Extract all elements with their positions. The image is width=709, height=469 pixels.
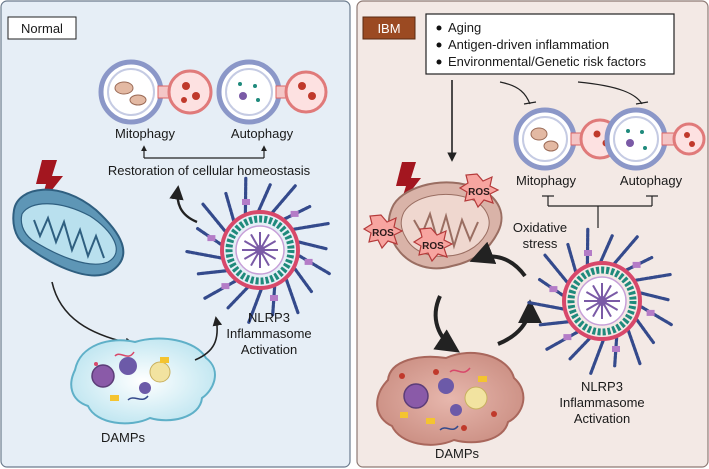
inflammasome-spoke <box>568 337 591 361</box>
inflammasome-spoke <box>224 191 236 222</box>
inflammasome-spoke <box>639 291 670 302</box>
inflammasome-spoke <box>635 318 656 345</box>
inflammasome-spoke <box>293 267 313 294</box>
ibm-autophagy-label: Autophagy <box>620 173 683 188</box>
inflammasome-spoke <box>599 234 614 263</box>
inflammasome-domain <box>290 210 299 217</box>
inflammasome-spoke <box>292 221 331 231</box>
ibm-damps-cell-icon <box>376 351 525 446</box>
ibm-autophagy-vesicle-icon <box>604 107 706 171</box>
inflammasome-spoke <box>297 240 328 251</box>
inflammasome-spoke <box>566 242 578 273</box>
inflammasome-spoke <box>196 269 228 276</box>
ibm-stress-lightning-icon <box>396 162 421 205</box>
inflammasome-domain <box>242 199 250 205</box>
inflammasome-inhibition-bracket <box>542 195 658 228</box>
inflammasome-spoke <box>613 234 640 265</box>
normal-homeostasis-bracket <box>141 145 267 159</box>
inflammasome-domain <box>207 235 216 242</box>
ibm-panel: IBM Aging Antigen-driven inflammation En… <box>356 0 709 468</box>
normal-mitophagy-label: Mitophagy <box>115 126 175 141</box>
inflammasome-spoke <box>202 279 237 301</box>
inflammasome-domain <box>549 286 558 293</box>
ibm-inflammasome-icon <box>526 226 674 376</box>
inflammasome-spoke <box>246 288 263 325</box>
ros-label: ROS <box>372 228 394 239</box>
ros-label: ROS <box>422 241 444 252</box>
inflammasome-domain <box>221 283 230 290</box>
damps-to-inflammasome-arrow <box>194 316 223 361</box>
ibm-mitophagy-label: Mitophagy <box>516 173 576 188</box>
inflammasome-spoke <box>588 339 605 376</box>
normal-nlrp3-label: NLRP3 <box>248 310 290 325</box>
inhibition-lines <box>499 81 649 105</box>
inflammasome-domain <box>646 309 655 316</box>
normal-activation-label: Activation <box>241 342 297 357</box>
inflammasome-spoke <box>526 300 565 311</box>
inflammasome-spoke <box>200 201 227 233</box>
ibm-activation-label: Activation <box>574 411 630 426</box>
vicious-cycle-arrows <box>433 241 542 353</box>
normal-tag: Normal <box>21 21 63 36</box>
ibm-tag-box <box>362 16 416 40</box>
normal-autophagy-label: Autophagy <box>231 126 294 141</box>
inflammasome-domain <box>612 346 620 352</box>
inflammasome-spoke <box>544 330 579 352</box>
ros-label: ROS <box>468 187 490 198</box>
inflammasome-spoke <box>542 252 569 284</box>
oxidative-label: Oxidative <box>513 220 567 235</box>
normal-tag-box <box>7 16 77 40</box>
risk-factor-item: Aging <box>448 20 481 35</box>
ros-burst-icon: ROS <box>458 173 500 209</box>
ros-burst-icon: ROS <box>412 227 454 263</box>
risk-factor-item: Antigen-driven inflammation <box>448 37 609 52</box>
normal-inflammasome-label: Inflammasome <box>226 326 311 341</box>
inflammasome-spoke <box>538 320 570 327</box>
inflammasome-spoke <box>184 249 223 260</box>
risk-factor-item: Environmental/Genetic risk factors <box>448 54 646 69</box>
inflammasome-spoke <box>257 183 272 212</box>
autophagy-vesicle-icon <box>216 59 328 125</box>
inflammasome-spoke <box>284 278 300 315</box>
ros-burst-icon: ROS <box>362 214 404 250</box>
ibm-nlrp3-label: NLRP3 <box>581 379 623 394</box>
ibm-damps-label: DAMPs <box>435 446 480 461</box>
ibm-tag: IBM <box>377 21 400 36</box>
inflammasome-domain <box>584 250 592 256</box>
damps-cell-icon <box>70 337 216 425</box>
risk-factors-box <box>425 13 675 75</box>
ibm-inflammasome-label: Inflammasome <box>559 395 644 410</box>
mitochondrion-icon <box>12 188 125 277</box>
inflammasome-to-homeostasis-arrow <box>169 185 198 224</box>
inflammasome-domain <box>563 334 572 341</box>
inflammasome-spoke <box>226 286 249 310</box>
inflammasome-domain <box>632 261 641 268</box>
stress-lightning-icon <box>36 160 63 205</box>
normal-damps-label: DAMPs <box>101 430 146 445</box>
normal-panel: Normal Mitophagy Autophagy <box>0 0 351 468</box>
inflammasome-spoke <box>634 272 673 282</box>
stress-label: stress <box>523 236 558 251</box>
inflammasome-spoke <box>271 183 298 214</box>
inflammasome-domain <box>304 258 313 265</box>
inflammasome-spoke <box>626 329 642 366</box>
normal-restoration-label: Restoration of cellular homeostasis <box>108 163 311 178</box>
mitophagy-vesicle-icon <box>98 59 213 125</box>
inflammasome-domain <box>270 295 278 301</box>
normal-inflammasome-icon <box>184 175 332 325</box>
